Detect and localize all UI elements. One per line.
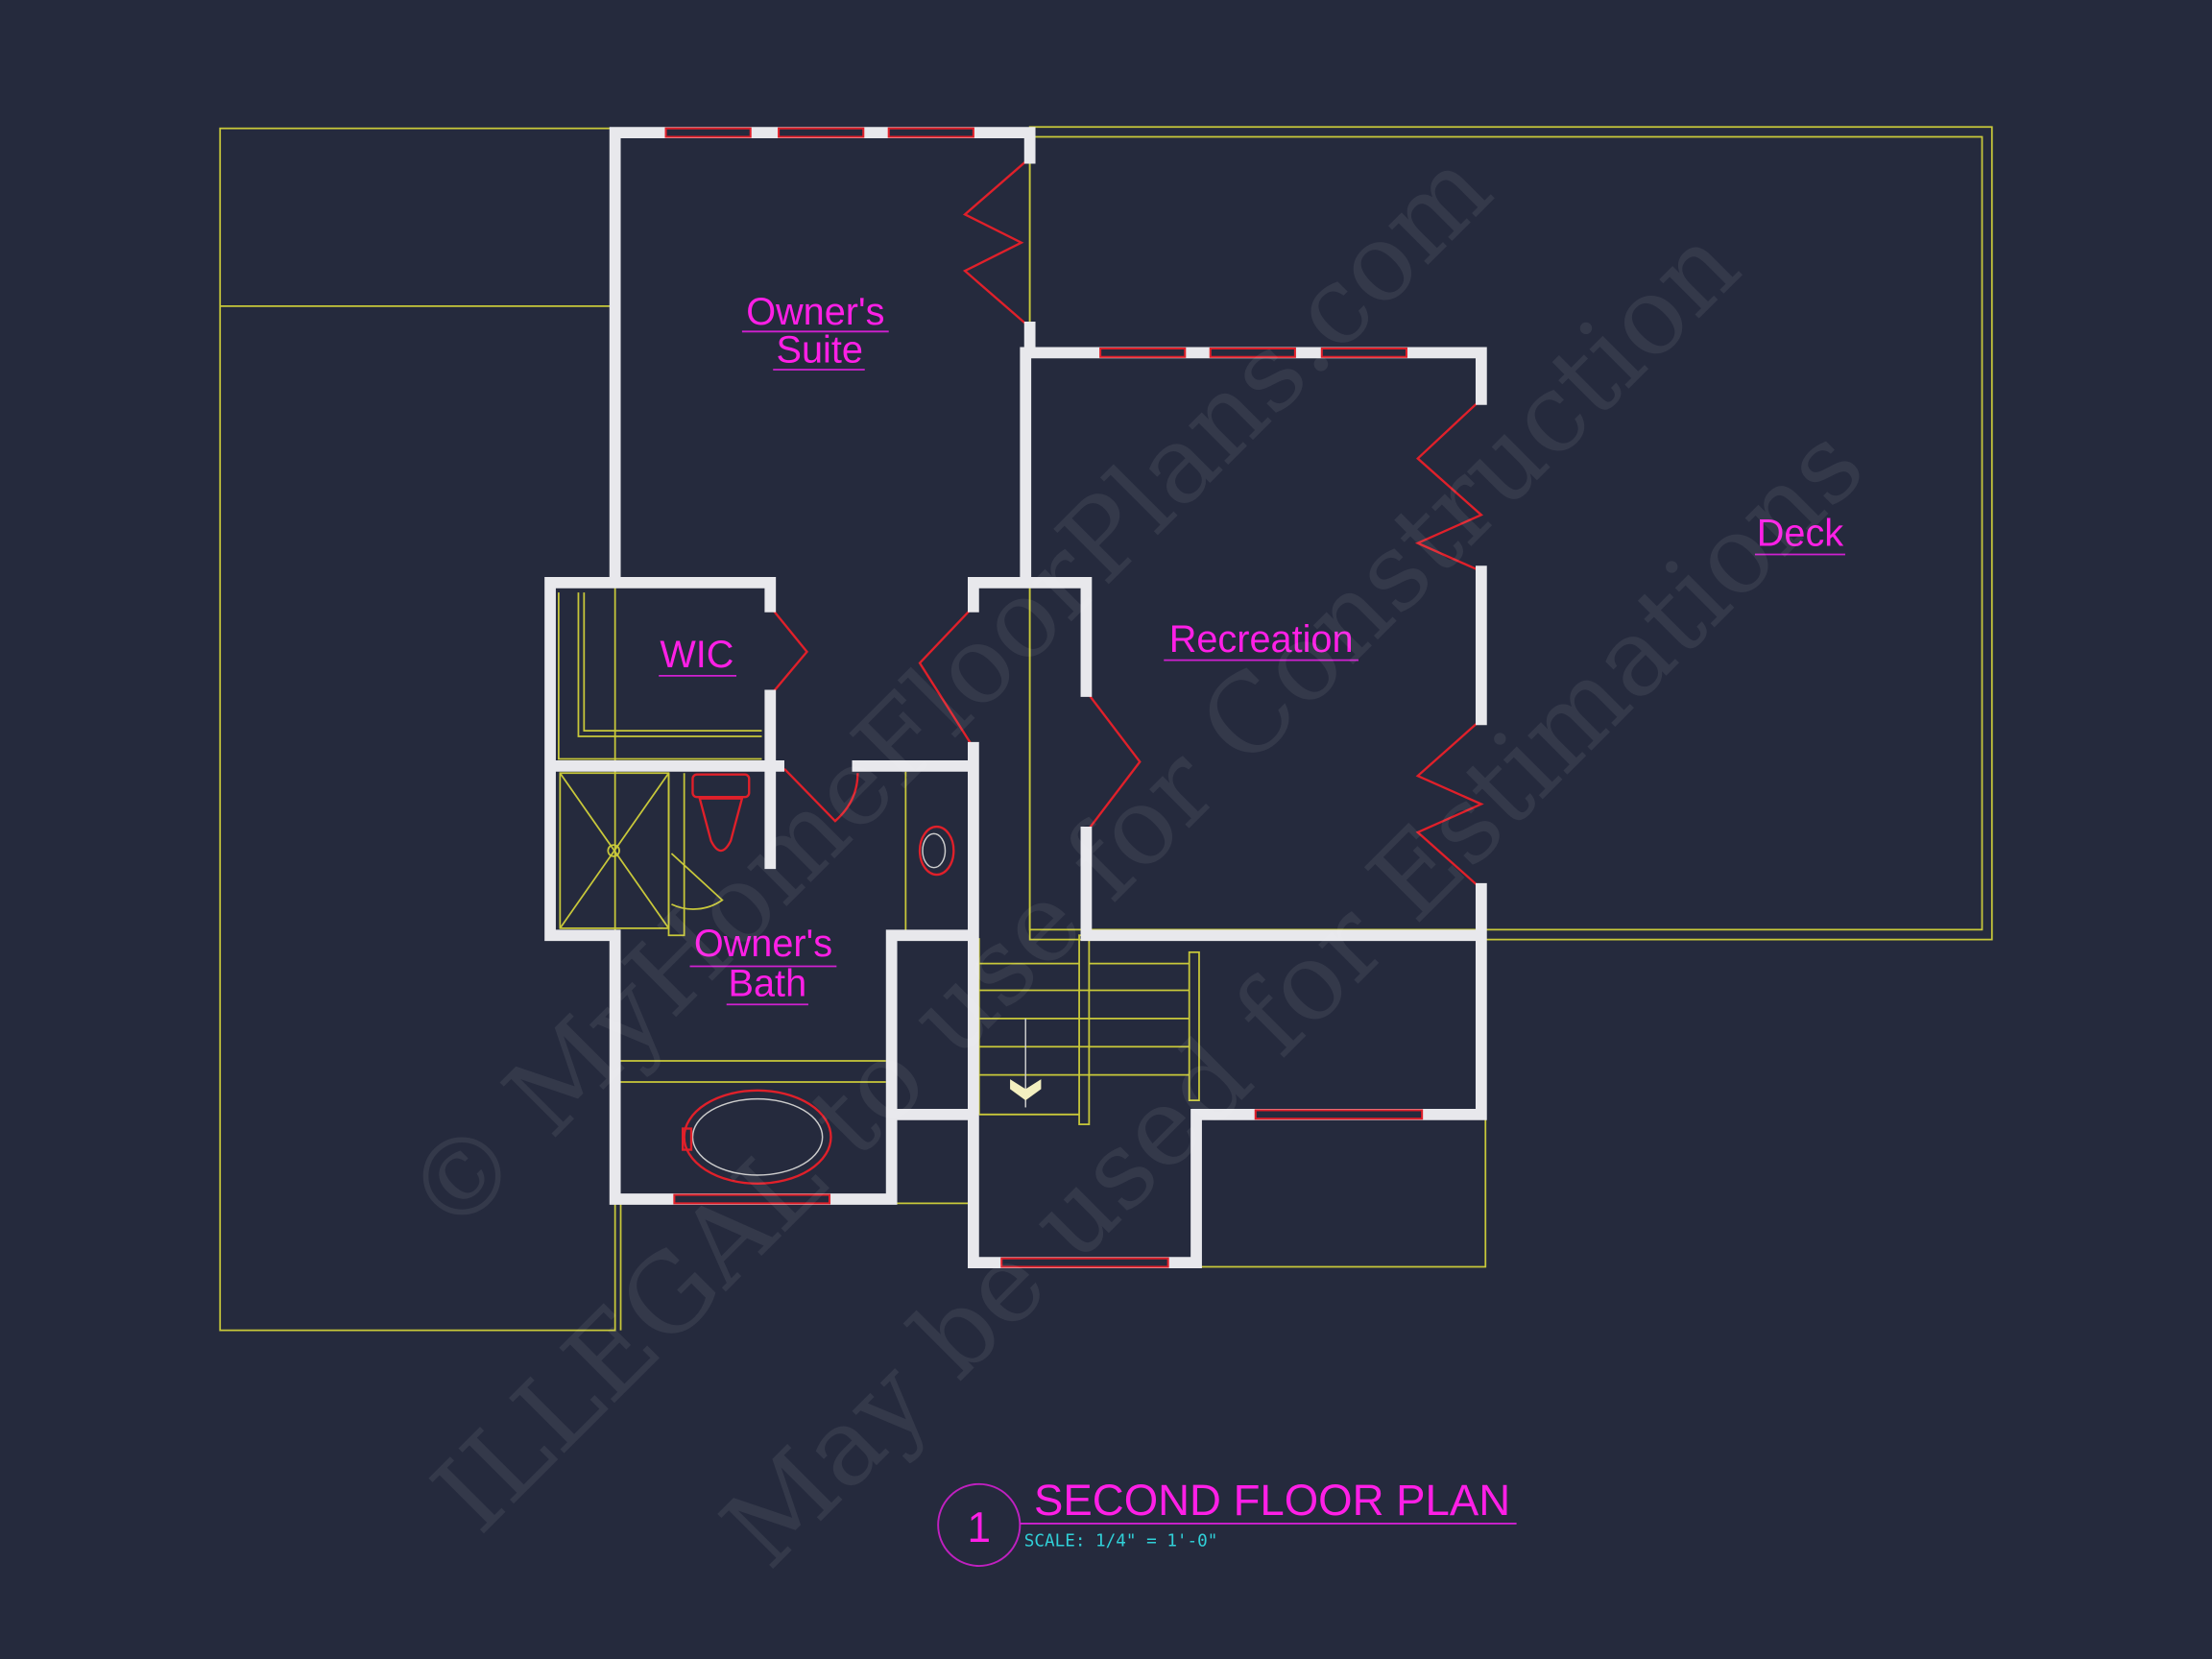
room-label-deck: Deck bbox=[1754, 513, 1845, 556]
svg-text:Owner's: Owner's bbox=[694, 923, 832, 965]
vanity-counter bbox=[620, 771, 907, 1083]
drawing-title-block: 1 SECOND FLOOR PLAN SCALE: 1/4" = 1'-0" bbox=[937, 1476, 1517, 1567]
room-label-owners-suite: Owner's Suite bbox=[741, 291, 889, 372]
bathtub bbox=[682, 1089, 832, 1185]
roof-outline-lower bbox=[891, 1114, 1487, 1268]
toilet bbox=[691, 773, 751, 853]
room-label-owners-bath: Owner's Bath bbox=[689, 923, 837, 1006]
drawing-title: SECOND FLOOR PLAN bbox=[1034, 1476, 1510, 1525]
stair-direction-arrow bbox=[1010, 1079, 1042, 1101]
svg-text:Suite: Suite bbox=[777, 329, 863, 372]
svg-text:Recreation: Recreation bbox=[1169, 618, 1354, 661]
doors bbox=[769, 156, 1484, 890]
svg-text:Deck: Deck bbox=[1757, 513, 1844, 555]
svg-text:Bath: Bath bbox=[729, 962, 807, 1004]
watermark: © MyHomeFloorPlans.com ILLEGAL to use fo… bbox=[381, 126, 1887, 1591]
sink bbox=[918, 825, 955, 877]
shower bbox=[559, 772, 724, 937]
svg-text:May be used for Estimations: May be used for Estimations bbox=[699, 402, 1887, 1591]
windows bbox=[664, 127, 1424, 1268]
drawing-number: 1 bbox=[967, 1504, 991, 1551]
svg-text:Owner's: Owner's bbox=[746, 291, 884, 333]
room-label-recreation: Recreation bbox=[1164, 618, 1359, 661]
room-label-wic: WIC bbox=[659, 634, 737, 677]
closet-shelves bbox=[557, 592, 762, 760]
drawing-scale: SCALE: 1/4" = 1'-0" bbox=[1024, 1531, 1218, 1551]
roof-outline-left bbox=[219, 127, 622, 1332]
svg-text:WIC: WIC bbox=[660, 634, 733, 676]
